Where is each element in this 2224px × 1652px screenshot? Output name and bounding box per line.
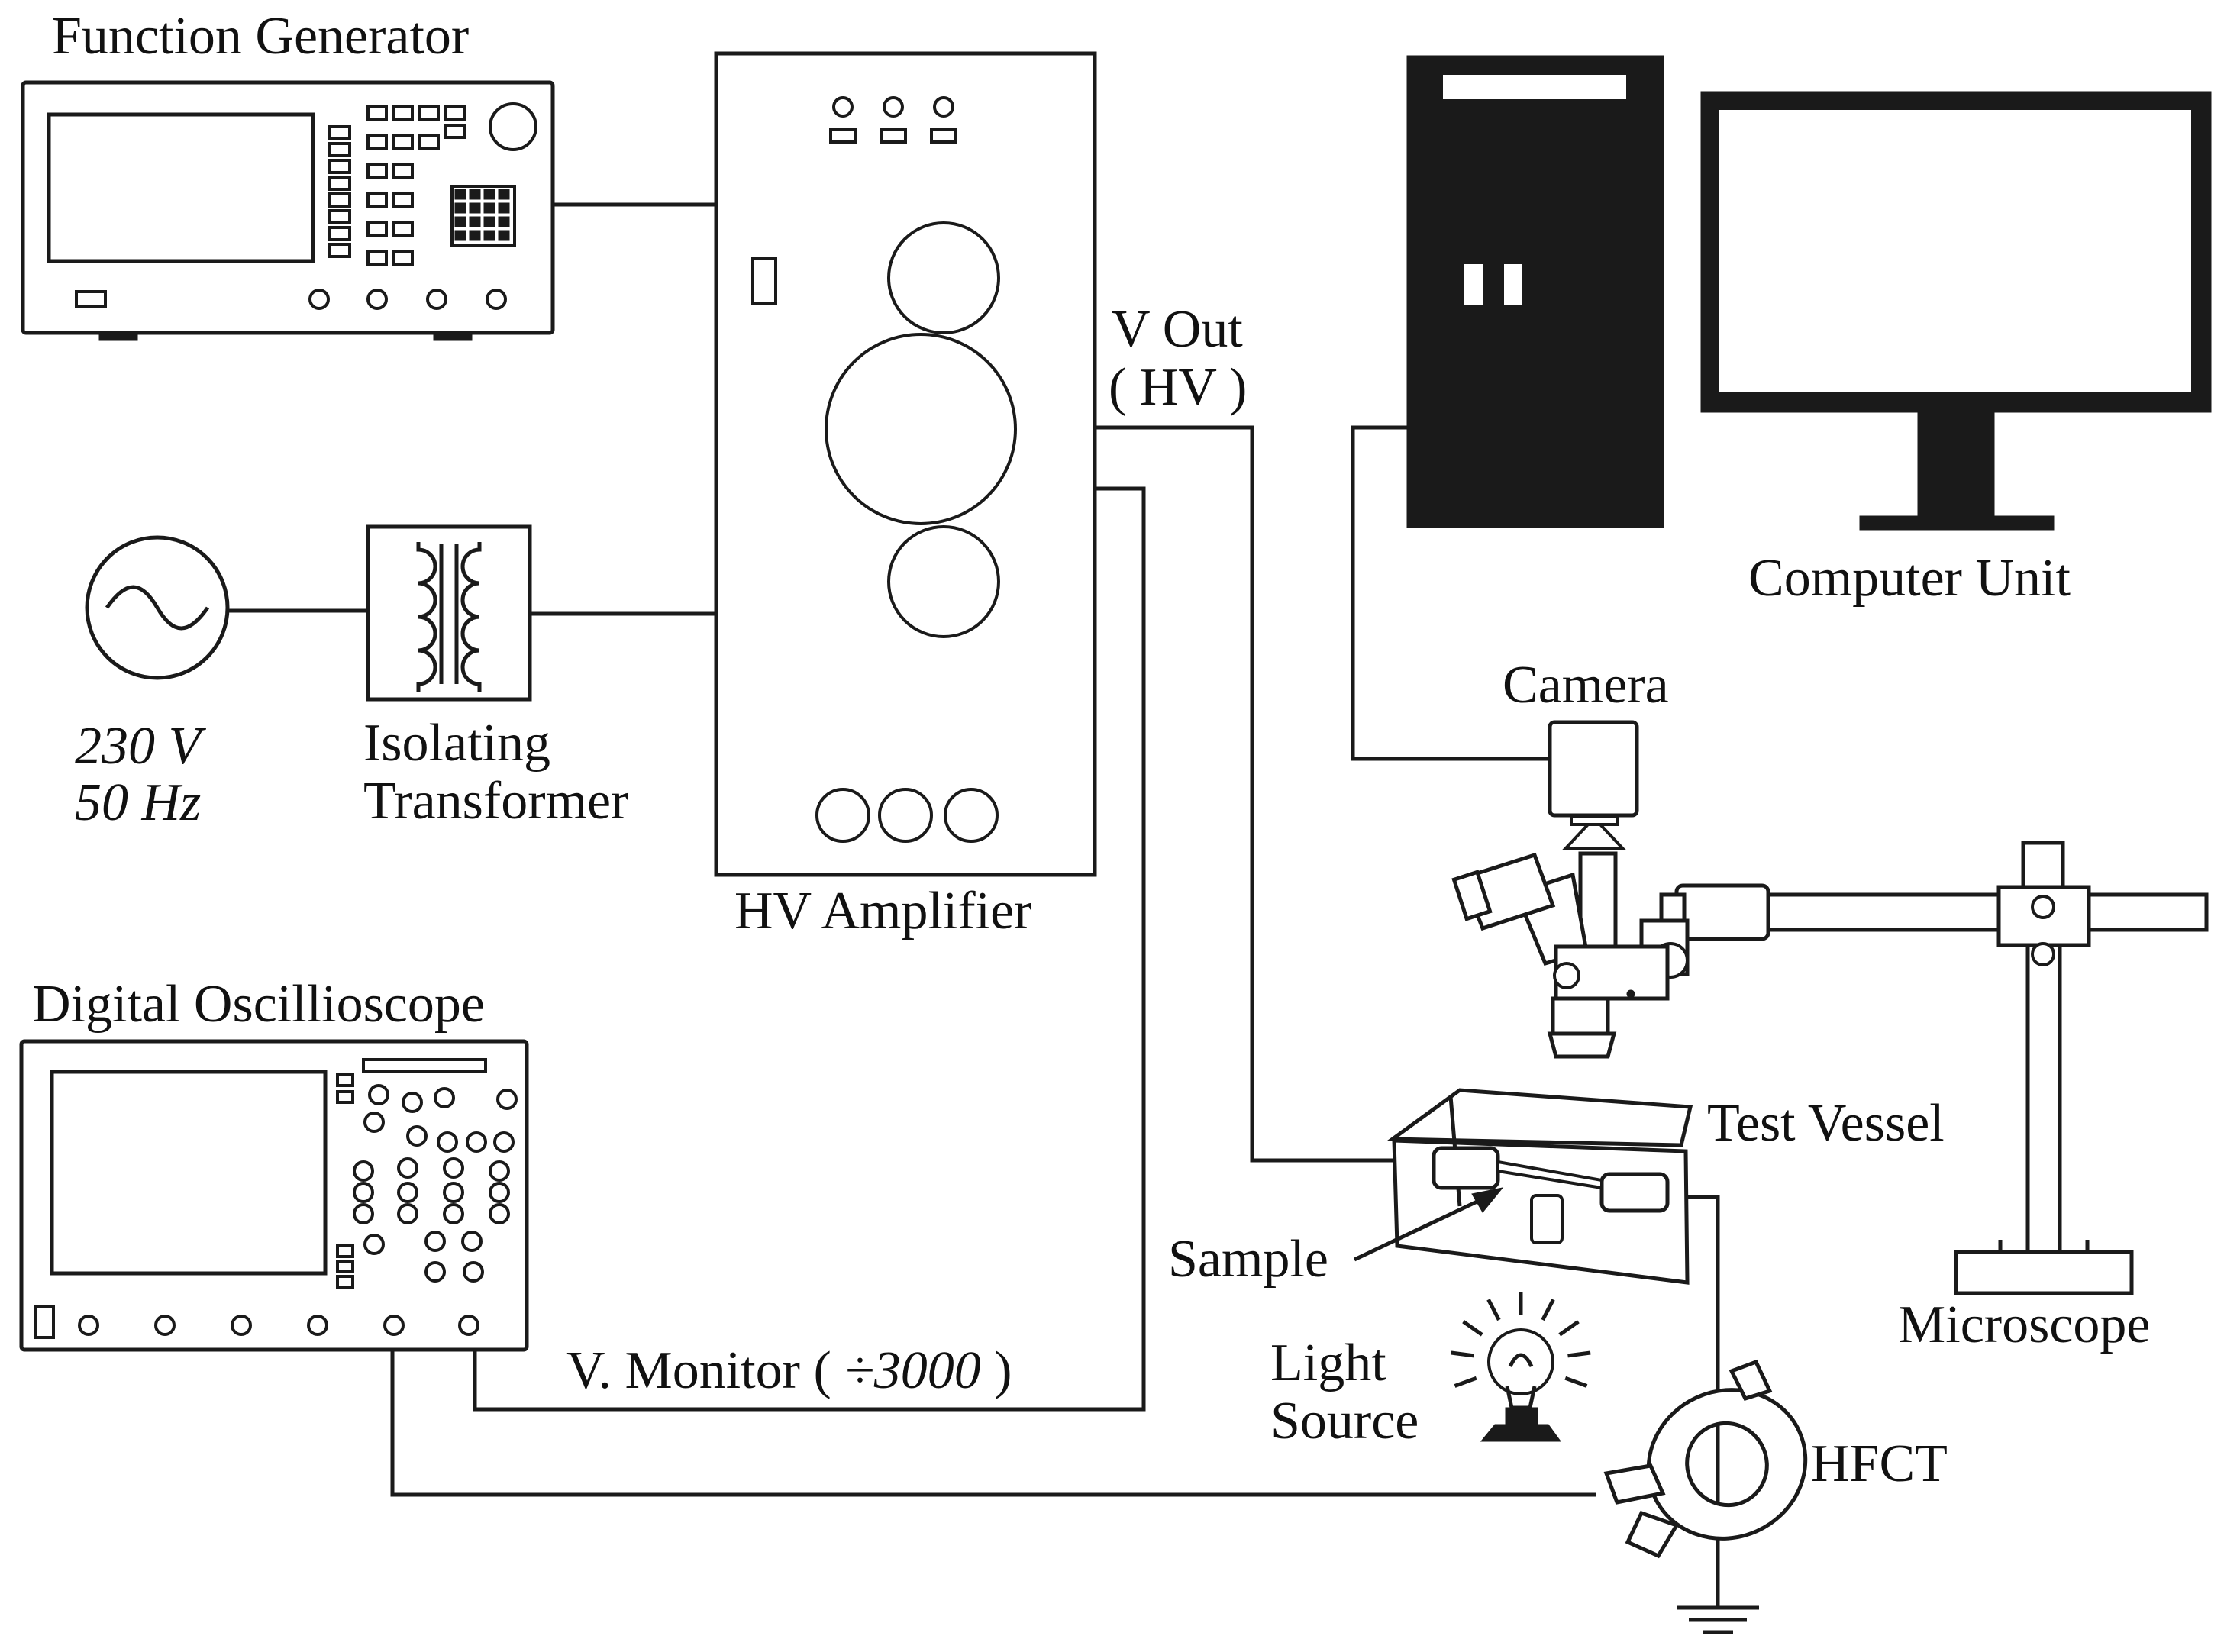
- oscilloscope-icon: [19, 1039, 529, 1352]
- test-vessel-icon: [1386, 1088, 1693, 1285]
- light-bulb-icon: [1451, 1292, 1591, 1442]
- function-generator-label: Function Generator: [52, 7, 469, 66]
- transformer-icon: [366, 524, 532, 702]
- hfct-signal-wire: [390, 1350, 1596, 1497]
- camera-icon: [1548, 720, 1639, 850]
- computer-tower-icon: [1406, 55, 1664, 528]
- digital-oscilloscope-label: Digital Oscillioscope: [32, 975, 485, 1034]
- hfct-icon: [1603, 1359, 1808, 1559]
- ground-icon: [1677, 1605, 1759, 1634]
- function-generator-icon: [21, 80, 555, 341]
- test-vessel-label: Test Vessel: [1707, 1094, 1945, 1153]
- v-monitor-label: V. Monitor ( ÷3000 ): [566, 1341, 1012, 1400]
- light-source-label-line1: Light: [1270, 1334, 1386, 1392]
- sample-label: Sample: [1168, 1230, 1328, 1289]
- computer-to-camera-wire: [1351, 425, 1550, 761]
- microscope-icon: [1451, 841, 2209, 1295]
- microscope-label: Microscope: [1898, 1295, 2150, 1354]
- isolating-transformer-label-line1: Isolating: [363, 714, 550, 773]
- isolating-transformer-label-line2: Transformer: [363, 772, 628, 831]
- source-frequency-label: 50 Hz: [75, 773, 201, 832]
- hfct-label: HFCT: [1811, 1434, 1948, 1493]
- ac-source-icon: [85, 535, 230, 680]
- hv-amplifier-icon: [714, 51, 1097, 877]
- wires: [228, 202, 1720, 1608]
- v-monitor-wire: [473, 486, 1146, 1412]
- v-out-label: V Out: [1112, 300, 1243, 359]
- monitor-icon: [1700, 91, 2212, 531]
- hv-amplifier-label: HV Amplifier: [734, 882, 1032, 941]
- sample-arrowhead: [1471, 1187, 1504, 1213]
- v-out-hv-label: ( HV ): [1109, 358, 1247, 417]
- hv-output-wire: [1095, 425, 1405, 1163]
- camera-label: Camera: [1503, 656, 1669, 715]
- sample-arrow: [1353, 1190, 1498, 1262]
- computer-unit-label: Computer Unit: [1748, 549, 2071, 608]
- light-source-label-line2: Source: [1270, 1392, 1419, 1450]
- source-voltage-label: 230 V: [75, 717, 207, 776]
